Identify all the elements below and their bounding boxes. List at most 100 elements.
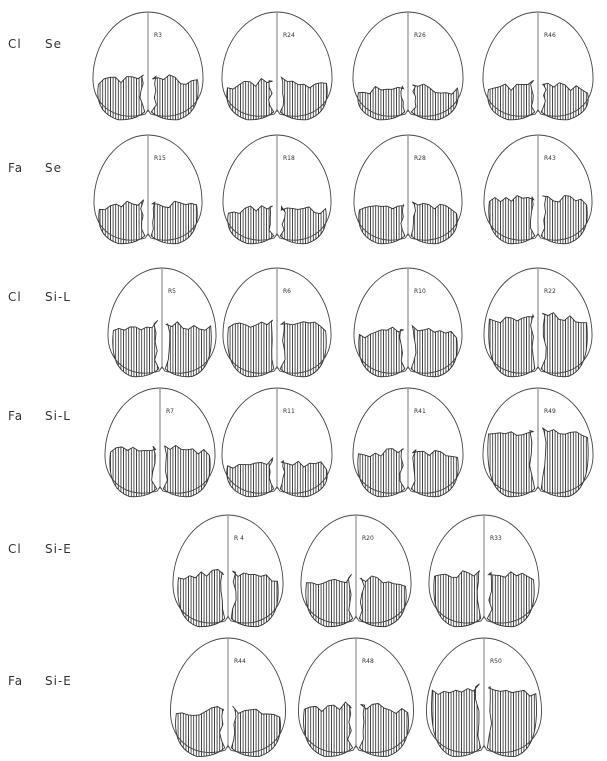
brain-id-label: R26 — [414, 32, 426, 39]
right-hemisphere-lesion — [541, 428, 588, 497]
right-hemisphere-lesion — [411, 450, 458, 497]
row-group-label: Fa — [8, 409, 23, 423]
brain-id-label: R28 — [414, 155, 426, 162]
brain-id-label: R33 — [490, 535, 502, 542]
brain-diagram: R44 — [170, 638, 285, 756]
left-hemisphere-lesion — [228, 206, 274, 244]
left-hemisphere-lesion — [227, 79, 274, 120]
row-group-label: Fa — [8, 674, 23, 688]
brain-id-label: R46 — [544, 32, 556, 39]
brain-id-label: R3 — [154, 32, 162, 39]
brain-id-label: R15 — [154, 155, 166, 162]
left-hemisphere-lesion — [488, 80, 535, 120]
brain-diagram: R10 — [354, 268, 462, 377]
left-hemisphere-lesion — [113, 320, 159, 376]
brain-diagram: R 4 — [173, 515, 283, 627]
left-hemisphere-lesion — [434, 571, 481, 627]
brain-diagram: R33 — [429, 515, 539, 627]
brain-id-label: R49 — [544, 408, 556, 415]
brain-diagram: R28 — [354, 135, 462, 244]
brain-row: Fa Si-L R7 R11 R41 R49 — [8, 388, 593, 497]
right-hemisphere-lesion — [487, 687, 536, 757]
row-condition-label: Si-L — [45, 409, 71, 423]
left-hemisphere-lesion — [432, 684, 481, 757]
brain-diagram: R48 — [298, 638, 413, 756]
left-hemisphere-lesion — [358, 449, 405, 497]
row-condition-label: Si-L — [45, 290, 71, 304]
brain-id-label: R 4 — [234, 535, 244, 542]
right-hemisphere-lesion — [359, 704, 408, 757]
right-hemisphere-lesion — [231, 571, 278, 627]
brain-row: FaSeR15R18R28R43 — [8, 135, 592, 244]
brain-id-label: R10 — [414, 288, 426, 295]
brain-diagram: R15 — [94, 135, 202, 244]
brain-diagram: R46 — [483, 12, 593, 120]
brain-id-label: R44 — [234, 658, 246, 665]
brain-diagram: R11 — [222, 388, 332, 497]
brain-diagram: R3 — [93, 12, 203, 120]
right-hemisphere-lesion — [280, 207, 326, 244]
left-hemisphere-lesion — [306, 574, 353, 626]
brain-diagram: R20 — [301, 515, 411, 627]
brain-id-label: R41 — [414, 408, 426, 415]
brain-diagram: R50 — [426, 638, 541, 756]
brain-diagram: R6 — [223, 268, 331, 377]
right-hemisphere-lesion — [359, 576, 406, 627]
right-hemisphere-lesion — [487, 572, 534, 627]
right-hemisphere-lesion — [165, 322, 211, 377]
left-hemisphere-lesion — [304, 702, 353, 756]
brain-diagram: R18 — [223, 135, 331, 244]
left-hemisphere-lesion — [98, 75, 145, 120]
right-hemisphere-lesion — [411, 84, 458, 120]
brain-diagram: R43 — [484, 135, 592, 244]
brain-id-label: R5 — [168, 288, 176, 295]
row-condition-label: Si-E — [45, 542, 72, 556]
left-hemisphere-lesion — [488, 431, 535, 497]
row-condition-label: Se — [45, 37, 62, 51]
brain-row: Cl Se R3 R24 R26 R46 — [8, 12, 593, 120]
left-hemisphere-lesion — [110, 446, 157, 497]
left-hemisphere-lesion — [176, 707, 225, 757]
brain-diagram: R22 — [484, 268, 592, 377]
brain-id-label: R11 — [283, 408, 295, 415]
right-hemisphere-lesion — [151, 201, 197, 244]
right-hemisphere-lesion — [151, 75, 198, 120]
brain-diagram: R41 — [353, 388, 463, 497]
left-hemisphere-lesion — [99, 200, 145, 244]
brain-row: Fa Si-E R44 R48 R50 — [8, 638, 542, 756]
left-hemisphere-lesion — [489, 196, 535, 244]
left-hemisphere-lesion — [359, 327, 405, 377]
right-hemisphere-lesion — [541, 196, 587, 244]
brain-id-label: R20 — [362, 535, 374, 542]
row-condition-label: Se — [45, 161, 62, 175]
right-hemisphere-lesion — [280, 322, 326, 377]
right-hemisphere-lesion — [541, 83, 588, 120]
row-group-label: Cl — [8, 37, 22, 51]
left-hemisphere-lesion — [178, 570, 225, 627]
row-group-label: Cl — [8, 542, 22, 556]
right-hemisphere-lesion — [541, 313, 587, 377]
right-hemisphere-lesion — [411, 202, 457, 244]
left-hemisphere-lesion — [489, 315, 535, 377]
left-hemisphere-lesion — [228, 320, 274, 377]
brain-id-label: R6 — [283, 288, 291, 295]
row-condition-label: Si-E — [45, 674, 72, 688]
left-hemisphere-lesion — [358, 86, 405, 119]
brain-diagram: R5 — [108, 268, 216, 377]
brain-row: Cl Si-E R 4 R20 R33 — [8, 515, 539, 627]
right-hemisphere-lesion — [163, 445, 210, 496]
brain-id-label: R48 — [362, 658, 374, 665]
brain-id-label: R18 — [283, 155, 295, 162]
left-hemisphere-lesion — [227, 458, 274, 497]
brain-diagram: R49 — [483, 388, 593, 497]
brain-id-label: R24 — [283, 32, 295, 39]
right-hemisphere-lesion — [411, 326, 457, 377]
brain-id-label: R43 — [544, 155, 556, 162]
brain-diagram: R26 — [353, 12, 463, 120]
brain-diagram: R7 — [105, 388, 215, 497]
row-group-label: Cl — [8, 290, 22, 304]
brain-diagram: R24 — [222, 12, 332, 120]
right-hemisphere-lesion — [280, 77, 327, 119]
right-hemisphere-lesion — [280, 461, 327, 497]
